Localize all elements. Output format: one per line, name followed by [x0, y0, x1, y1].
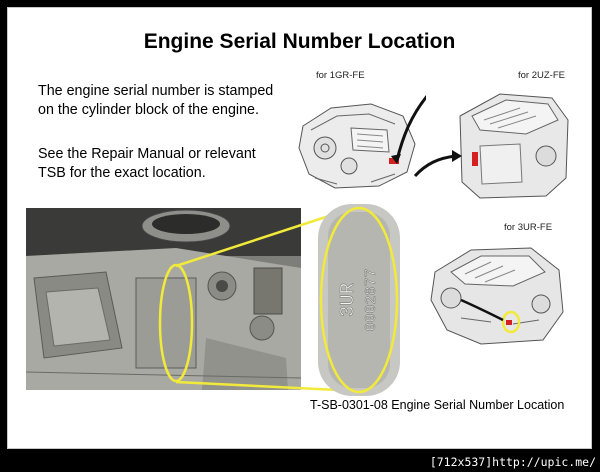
image-size-tag: [712x537]	[429, 455, 493, 469]
intro-paragraph: The engine serial number is stamped on t…	[38, 83, 274, 118]
stamp-serial-number: 0002877	[363, 268, 380, 331]
slide: Engine Serial Number Location The engine…	[7, 7, 592, 449]
serial-location-marker-1	[389, 158, 399, 164]
engine-2uz-fe-drawing	[459, 93, 569, 199]
reference-paragraph: See the Repair Manual or relevant TSB fo…	[38, 146, 256, 181]
engine-3ur-fe-drawing	[430, 247, 564, 345]
serial-highlight-3	[501, 310, 521, 334]
image-host-footer: [712x537]http://upic.me/	[430, 455, 596, 469]
engine-1-label: for 1GR-FE	[316, 70, 365, 81]
figure-caption: T-SB-0301-08 Engine Serial Number Locati…	[310, 398, 565, 412]
engine-1gr-fe-drawing	[298, 95, 426, 189]
engine-2-label: for 2UZ-FE	[518, 70, 565, 81]
serial-stamp-closeup: 3UR 0002877	[318, 204, 400, 396]
slide-title: Engine Serial Number Location	[143, 30, 456, 53]
serial-location-marker-2	[472, 152, 478, 166]
stamp-engine-code: 3UR	[337, 283, 359, 317]
engine-3-label: for 3UR-FE	[504, 222, 553, 233]
cylinder-block-photo	[26, 208, 301, 390]
serial-location-marker-3	[506, 320, 512, 325]
image-host-link[interactable]: http://upic.me/	[492, 455, 596, 469]
